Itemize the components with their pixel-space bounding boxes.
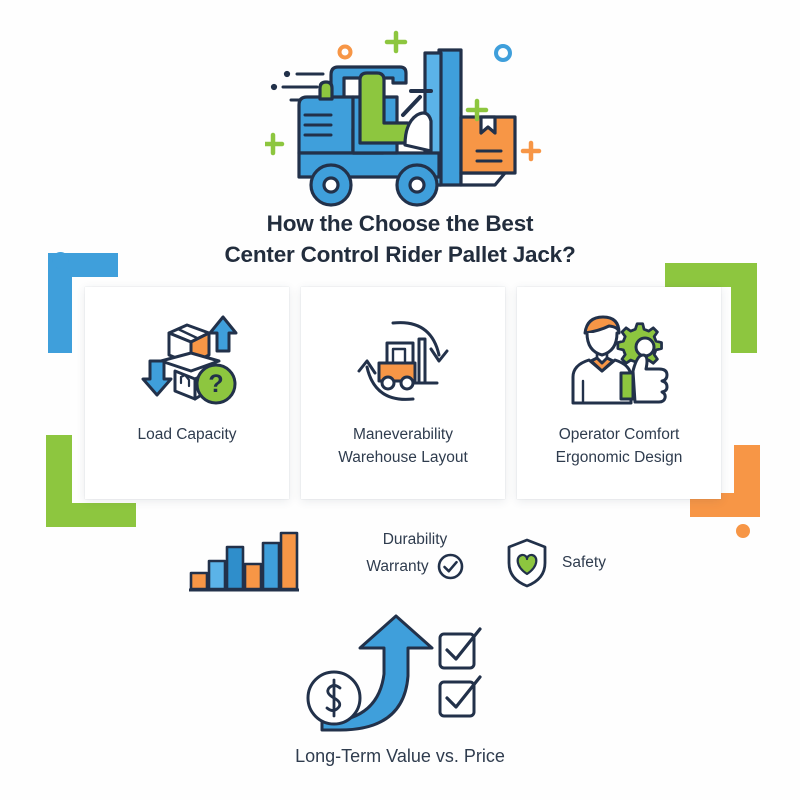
forklift-illustration [261,30,542,207]
warranty-row: Warranty [345,553,485,580]
circle-blue-top-right [494,44,512,62]
durability-label: Durability [382,531,448,548]
plus-green-left [261,132,285,156]
bar-chart-icon [185,529,303,598]
shield-heart-icon [507,538,547,588]
card-label-line2: Warehouse Layout [338,449,468,466]
card-operator-comfort[interactable]: Operator Comfort Ergonomic Design [517,287,721,499]
page-title: How the Choose the Best Center Control R… [100,208,700,270]
operator-gear-thumbsup-icon [561,311,677,407]
boxes-with-arrows-question-icon: ? [133,311,241,407]
feature-card-row: ? Load Capacity [85,287,721,499]
warranty-label: Warranty [366,557,429,575]
card-label-load-capacity: Load Capacity [137,423,236,446]
card-maneverability[interactable]: Maneverability Warehouse Layout [301,287,505,499]
page-title-line1: How the Choose the Best [266,211,534,236]
card-label-maneverability: Maneverability Warehouse Layout [338,423,468,469]
card-label-line1: Load Capacity [137,426,237,443]
plus-green-right [465,98,489,122]
card-label-operator-comfort: Operator Comfort Ergonomic Design [556,423,683,469]
growth-arrow-dollar-checklist-icon [300,614,510,741]
card-label-line1: Maneverability [353,426,453,443]
plus-green-top [384,30,408,54]
dot-bottom-right [736,524,750,538]
sparkle-group [261,30,542,162]
circle-orange-top [337,44,353,60]
card-load-capacity[interactable]: ? Load Capacity [85,287,289,499]
secondary-feature-row: Durability Warranty Safety [185,527,615,599]
plus-orange-right [520,140,542,162]
durability-warranty-block: Durability Warranty [345,527,485,580]
forklift-rotation-icon [347,311,459,407]
safety-label: Safety [562,554,606,571]
page-title-line2: Center Control Rider Pallet Jack? [224,242,576,267]
check-circle-icon [437,553,463,580]
dot-top-left [52,252,69,269]
card-label-line1: Operator Comfort [558,426,680,443]
safety-block: Safety [505,537,606,589]
card-label-line2: Ergonomic Design [555,449,683,466]
hero-illustration [261,25,545,210]
long-term-value-label: Long-Term Value vs. Price [295,746,505,766]
svg-text:?: ? [208,370,223,398]
long-term-value-block: Long-Term Value vs. Price [280,614,520,774]
